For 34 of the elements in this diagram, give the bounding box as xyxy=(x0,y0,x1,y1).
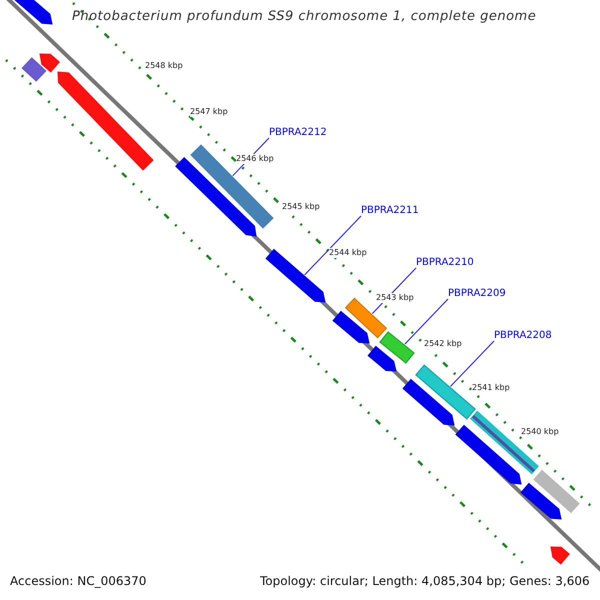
title: Photobacterium profundum SS9 chromosome 1, complete genome xyxy=(72,9,536,25)
scale-label: 2542 kbp xyxy=(424,339,462,349)
gene-block xyxy=(39,53,60,73)
scale-label: 2540 kbp xyxy=(521,427,559,437)
leader-line xyxy=(404,298,448,345)
gene-label: PBPRA2212 xyxy=(269,127,327,139)
leader-line xyxy=(450,340,494,387)
scale-label: 2541 kbp xyxy=(472,383,510,393)
scale-label: 2546 kbp xyxy=(236,154,274,164)
gene-block xyxy=(520,482,562,520)
scale-label: 2545 kbp xyxy=(282,202,320,212)
gene-block xyxy=(550,546,570,565)
gene-label: PBPRA2210 xyxy=(416,257,474,269)
scale-label: 2548 kbp xyxy=(145,61,183,71)
gene-block xyxy=(57,71,154,171)
summary-text: Topology: circular; Length: 4,085,304 bp; Genes: 3,606 xyxy=(260,574,590,588)
scale-label: 2543 kbp xyxy=(376,293,414,303)
gene-label: PBPRA2211 xyxy=(361,205,419,217)
gene-block xyxy=(402,378,455,426)
accession-text: Accession: NC_006370 xyxy=(10,574,146,588)
gene-block xyxy=(332,310,370,344)
gene-block xyxy=(368,346,397,372)
gene-bar xyxy=(190,144,274,229)
gene-bar xyxy=(379,331,415,364)
scale-label: 2544 kbp xyxy=(329,248,367,258)
leader-line xyxy=(304,216,362,276)
gene-bar xyxy=(533,470,580,514)
gene-block xyxy=(175,157,257,237)
gene-block xyxy=(455,424,522,485)
gene-block xyxy=(265,248,326,303)
gene-bar xyxy=(22,57,46,82)
scale-label: 2547 kbp xyxy=(190,107,228,117)
gene-label: PBPRA2208 xyxy=(494,330,552,342)
gene-label: PBPRA2209 xyxy=(448,288,506,300)
